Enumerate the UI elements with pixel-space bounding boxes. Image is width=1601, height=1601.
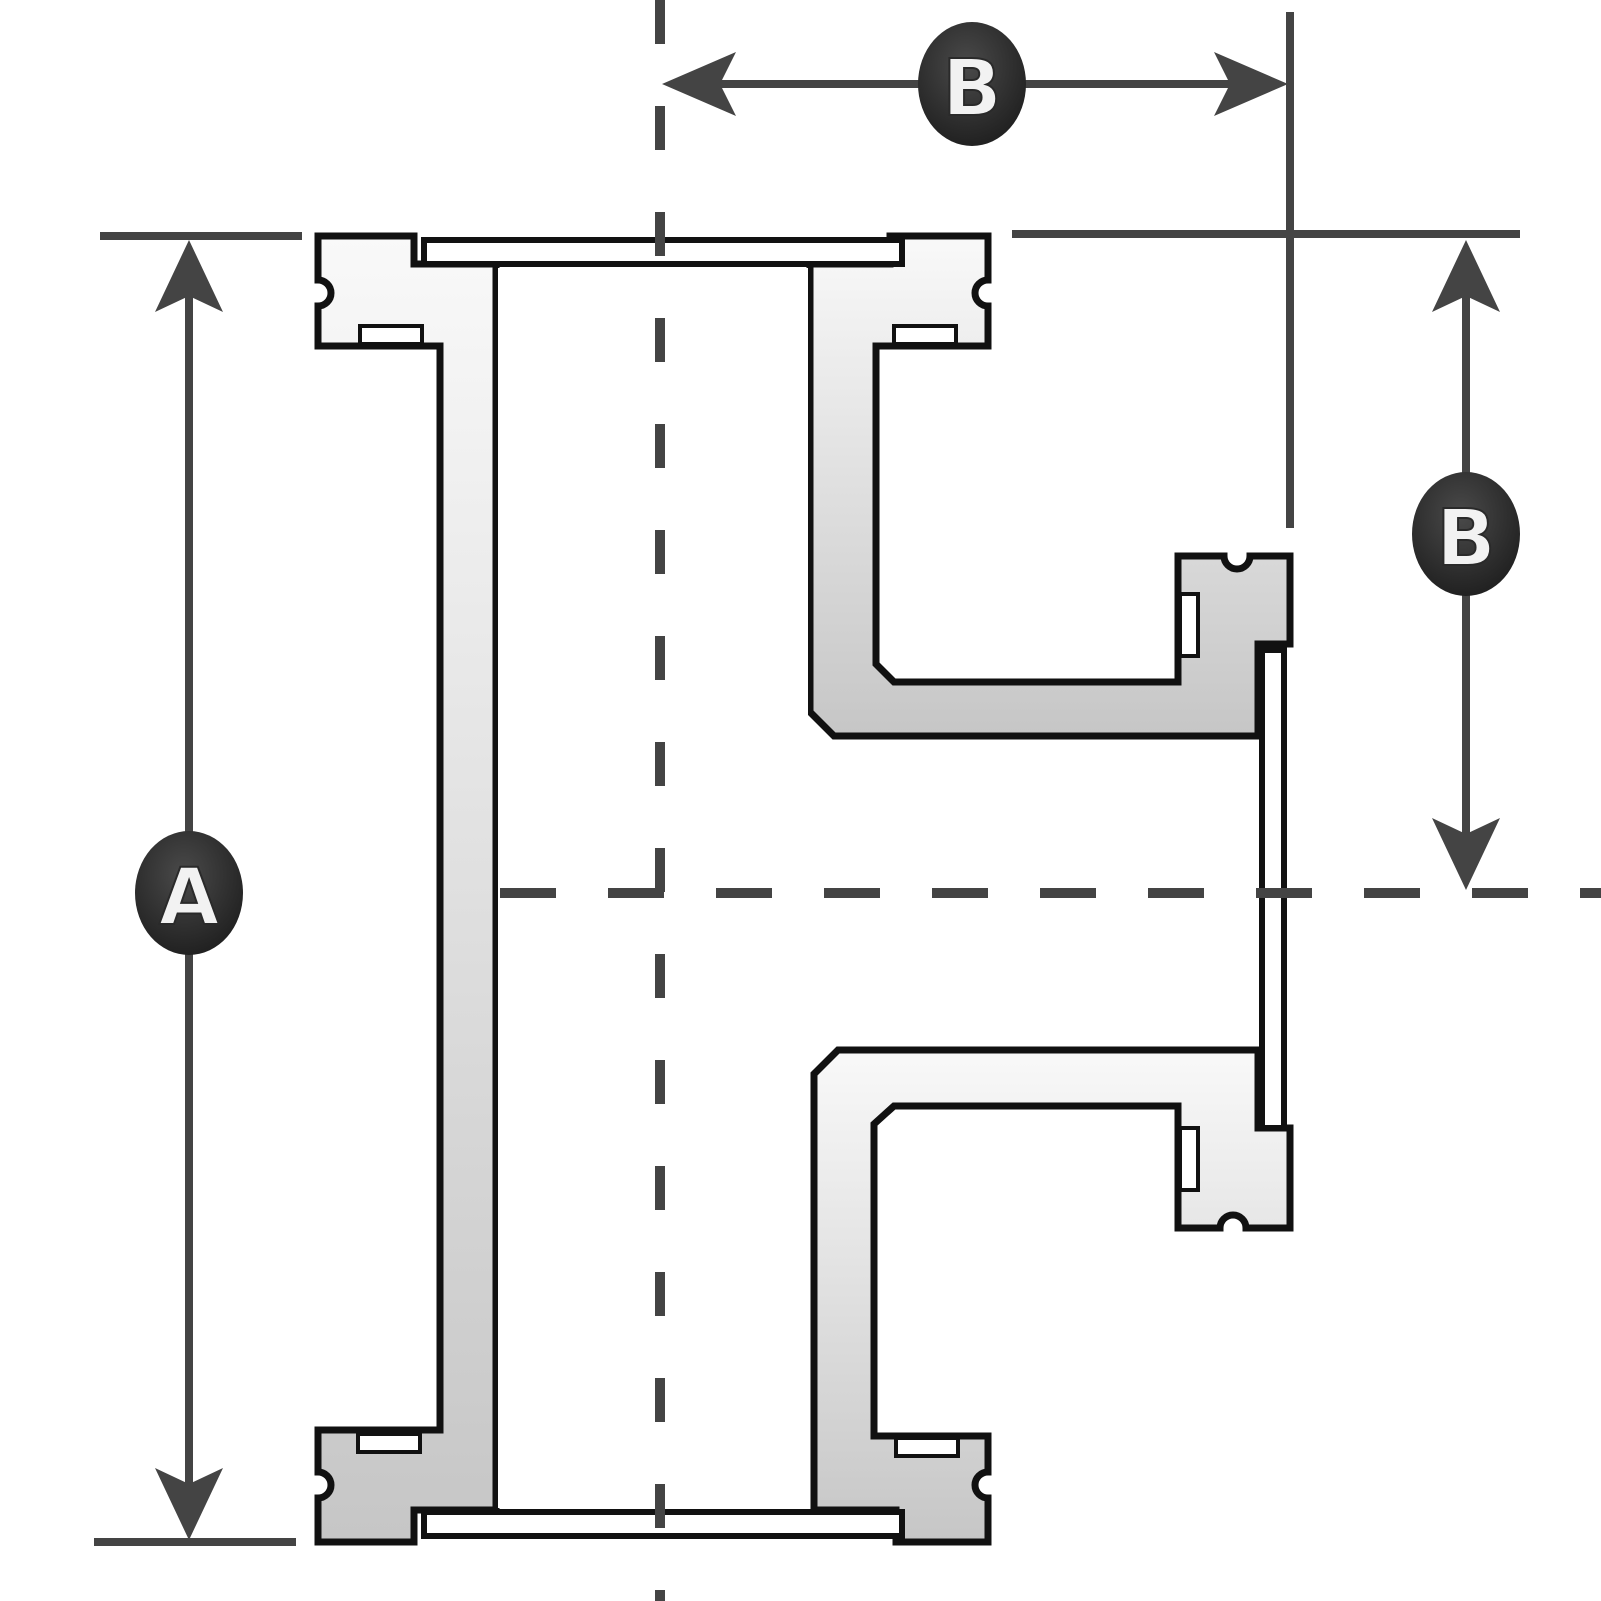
a-top-arrowhead bbox=[155, 240, 223, 312]
left-wall bbox=[314, 232, 500, 1546]
b-vertical-top-arrowhead bbox=[1432, 240, 1500, 312]
b-horizontal-right-arrowhead bbox=[1214, 52, 1288, 116]
b-vertical-bottom-arrowhead bbox=[1432, 818, 1500, 890]
groove-bottom-right bbox=[894, 1436, 960, 1458]
groove-branch-bottom bbox=[1178, 1126, 1200, 1192]
groove-top-right bbox=[892, 324, 958, 346]
groove-bottom-left bbox=[356, 1432, 422, 1454]
badge-b-vertical: B bbox=[1412, 472, 1520, 596]
lower-branch-and-flange bbox=[810, 1046, 1294, 1546]
badge-a: A bbox=[135, 831, 243, 955]
a-bottom-arrowhead bbox=[155, 1468, 223, 1540]
badge-b-vertical-circle bbox=[1412, 472, 1520, 596]
b-horizontal-left-arrowhead bbox=[662, 52, 736, 116]
badge-b-horizontal: B bbox=[918, 22, 1026, 146]
groove-branch-top bbox=[1178, 592, 1200, 658]
badge-b-horizontal-label: B bbox=[942, 44, 1001, 134]
right-wall-with-branch bbox=[806, 232, 1294, 740]
badge-a-label: A bbox=[159, 853, 219, 943]
badge-a-circle bbox=[135, 831, 243, 955]
badge-b-vertical-label: B bbox=[1436, 494, 1495, 584]
badge-b-horizontal-circle bbox=[918, 22, 1026, 146]
tee-fitting bbox=[314, 232, 1294, 1546]
center-lines bbox=[500, 0, 1601, 1601]
arrowheads bbox=[155, 52, 1500, 1540]
groove-top-left bbox=[358, 324, 424, 346]
